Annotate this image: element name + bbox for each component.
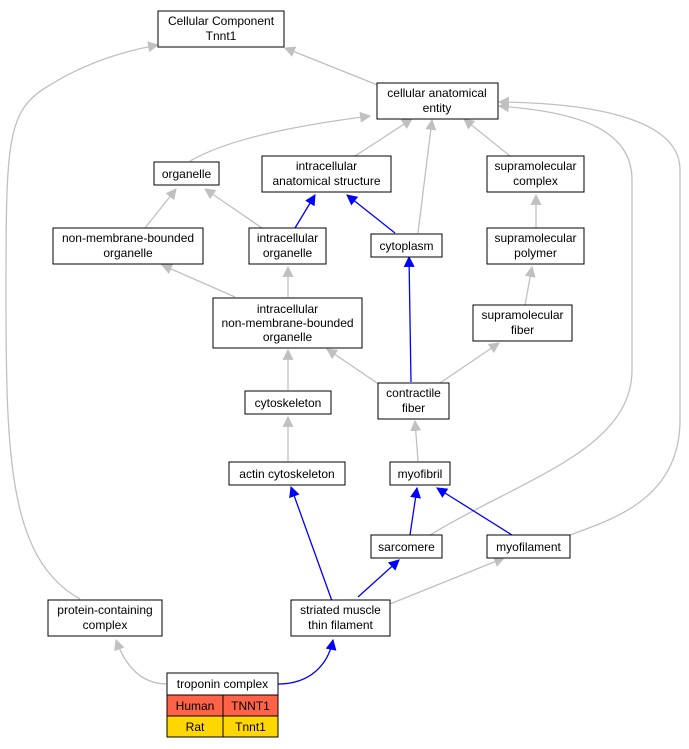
annotation-species: Rat (186, 720, 205, 734)
edge-inmbo-to-nmbo (160, 263, 236, 298)
node-label-line: complex (83, 618, 128, 632)
node-label-line: myofilament (496, 540, 561, 554)
node-troponin-complex[interactable]: troponin complex Human TNNT1 Rat Tnnt1 (166, 672, 279, 738)
node-label-line: organelle (162, 167, 212, 181)
node-label-line: fiber (402, 401, 425, 415)
node-label-line: organelle (263, 330, 313, 344)
node-label-line: troponin complex (177, 677, 268, 691)
node-label-line: intracellular (296, 159, 357, 173)
edge-cf-to-cyto (403, 255, 415, 383)
node-label-line: protein-containing (57, 603, 152, 617)
node-myofilament[interactable]: myofilament (486, 534, 571, 559)
node-label-line: myofibril (398, 467, 443, 481)
node-label-line: Cellular Component (168, 14, 275, 28)
node-supramolecular-fiber[interactable]: supramolecular fiber (472, 304, 573, 342)
node-label-line: supramolecular (481, 308, 563, 322)
annotation-row-human: Human TNNT1 (166, 694, 279, 717)
node-label-line: Tnnt1 (206, 29, 237, 43)
edge-sarc-to-cae (429, 101, 633, 536)
edge-tc-to-pcc (114, 638, 168, 685)
node-label-line: fiber (511, 323, 534, 337)
annotation-gene: Tnnt1 (235, 720, 266, 734)
edge-cf-to-inmbo (326, 348, 381, 386)
edge-pcc-to-root (5, 41, 160, 600)
node-label-line: thin filament (308, 618, 373, 632)
node-cytoplasm[interactable]: cytoplasm (370, 233, 443, 258)
node-label-line: non-membrane-bounded (62, 231, 194, 245)
node-label-line: actin cytoskeleton (239, 467, 334, 481)
edge-tc-to-smtf (277, 638, 337, 685)
node-striated-muscle-thin-filament[interactable]: striated muscle thin filament (290, 599, 391, 637)
node-supramolecular-complex[interactable]: supramolecular complex (486, 155, 585, 193)
node-label-line: contractile (386, 386, 441, 400)
node-label-line: intracellular (257, 302, 318, 316)
node-label-line: polymer (514, 246, 557, 260)
node-label-line: cellular anatomical (387, 86, 486, 100)
node-non-membrane-bounded-organelle[interactable]: non-membrane-bounded organelle (52, 227, 204, 265)
node-supramolecular-polymer[interactable]: supramolecular polymer (486, 227, 585, 265)
node-protein-containing-complex[interactable]: protein-containing complex (47, 599, 163, 637)
node-label-line: non-membrane-bounded (221, 316, 353, 330)
edge-cf-to-smf (439, 342, 500, 384)
node-intracellular-organelle[interactable]: intracellular organelle (248, 227, 327, 265)
edge-organelle-to-cae (189, 111, 372, 162)
edge-myofil-to-myofibril (436, 487, 513, 536)
edge-smf-to-smp (524, 265, 536, 306)
node-label-line: supramolecular (494, 159, 576, 173)
edge-io-to-organelle (204, 188, 263, 229)
node-contractile-fiber[interactable]: contractile fiber (377, 382, 450, 420)
node-cytoskeleton[interactable]: cytoskeleton (244, 390, 332, 415)
node-actin-cytoskeleton[interactable]: actin cytoskeleton (228, 461, 346, 486)
edge-nmbo-to-organelle (144, 188, 177, 229)
node-label-line: entity (423, 101, 452, 115)
edge-smtf-to-myofil (389, 556, 506, 605)
edge-cyto-to-cae (417, 118, 437, 234)
node-myofibril[interactable]: myofibril (389, 461, 451, 486)
node-organelle[interactable]: organelle (153, 161, 220, 186)
node-intracellular-anatomical-structure[interactable]: intracellular anatomical structure (261, 155, 392, 193)
node-intracellular-non-membrane-bounded-organelle[interactable]: intracellular non-membrane-bounded organ… (212, 297, 363, 349)
node-sarcomere[interactable]: sarcomere (370, 534, 443, 559)
node-label-line: anatomical structure (272, 174, 380, 188)
edge-smtf-to-actin (289, 485, 333, 602)
edge-myofibril-to-cf (410, 419, 422, 462)
annotation-gene: TNNT1 (231, 699, 270, 713)
node-label-line: supramolecular (494, 231, 576, 245)
node-label-line: intracellular (257, 231, 318, 245)
annotation-species: Human (176, 699, 215, 713)
node-label-line: cytoplasm (379, 239, 433, 253)
edge-io-to-ias (294, 194, 316, 229)
annotation-row-rat: Rat Tnnt1 (166, 715, 279, 738)
edge-cyto-to-ias (346, 194, 396, 234)
node-root[interactable]: Cellular Component Tnnt1 (157, 10, 285, 48)
edge-cae-to-root (283, 46, 381, 87)
edge-ias-to-cae (354, 118, 413, 157)
node-cellular-anatomical-entity[interactable]: cellular anatomical entity (376, 82, 499, 120)
edge-smtf-to-sarc (357, 559, 400, 598)
node-label-line: sarcomere (378, 540, 435, 554)
node-label-line: striated muscle (300, 603, 381, 617)
node-label-line: organelle (103, 246, 153, 260)
node-label-line: organelle (263, 246, 313, 260)
node-label-line: cytoskeleton (255, 396, 322, 410)
node-label-line: complex (513, 174, 558, 188)
edge-sarc-to-myofibril (409, 486, 421, 536)
edge-myofil-to-cae (497, 96, 681, 536)
edge-smc-to-cae (463, 118, 511, 157)
